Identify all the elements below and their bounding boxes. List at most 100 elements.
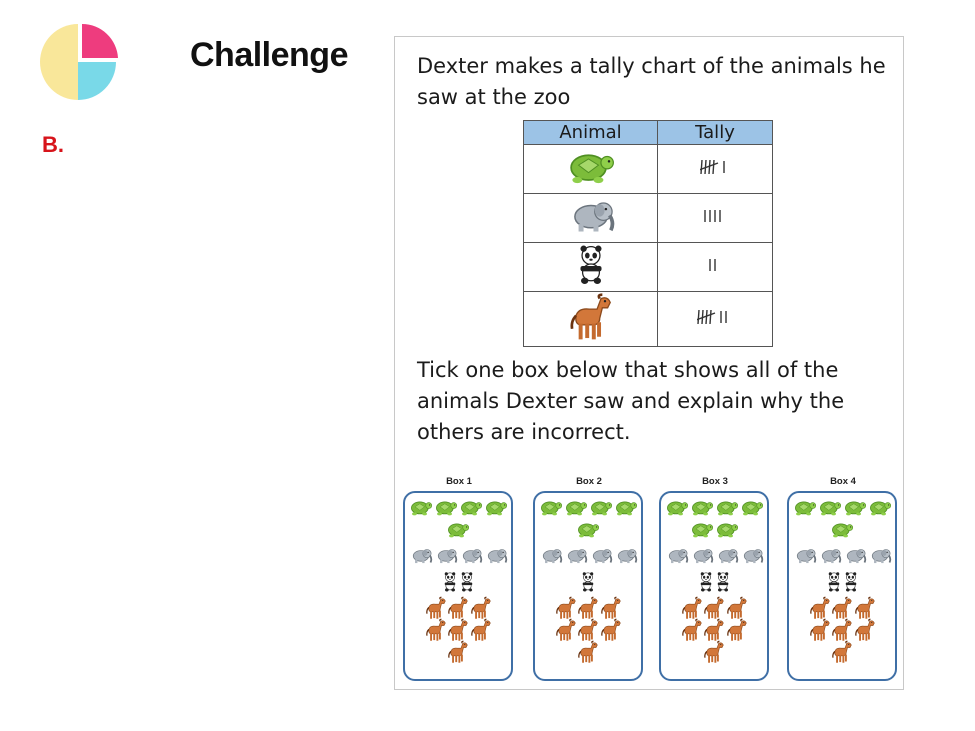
turtle-icon [589,499,613,520]
worksheet-card: Dexter makes a tally chart of the animal… [394,36,904,690]
elephant-icon [459,547,483,568]
horses-row [663,618,765,646]
table-row [523,242,773,292]
horse-icon [470,618,492,646]
horse-icon [600,596,622,624]
horse-icon [577,640,599,668]
horse-icon [726,618,748,646]
horse-icon [555,596,577,624]
elephants-row [663,547,765,569]
animal-cell [523,193,658,243]
panda-icon [580,572,596,596]
horses-row [537,618,639,646]
tally-marks [657,193,773,243]
turtle-icon [868,499,892,520]
turtle-icon [566,154,616,189]
horse-icon [568,293,613,346]
elephant-icon [740,547,764,568]
pie-logo-icon [34,22,126,106]
elephant-icon [690,547,714,568]
horses-row [537,640,639,668]
turtle-icon [539,499,563,520]
answer-box-2[interactable]: Box 2 [533,475,645,681]
horses-row [791,596,893,624]
horse-icon [809,618,831,646]
panda-icon [442,572,458,596]
pandas-row [663,572,765,595]
box-frame [403,491,513,681]
elephant-icon [409,547,433,568]
question-intro: Dexter makes a tally chart of the animal… [417,54,886,109]
horse-icon [831,640,853,668]
horses-row [407,596,509,624]
pandas-row [537,572,639,596]
horse-icon [577,618,599,646]
tally-marks [657,242,773,292]
horse-icon [854,618,876,646]
question-task: Tick one box below that shows all of the… [417,358,845,444]
animal-cell [523,291,658,347]
elephant-icon [818,547,842,568]
horses-row [407,640,509,665]
horses-row [407,618,509,646]
animal-cell [523,144,658,194]
table-row [523,291,773,347]
elephant-icon [539,547,563,568]
elephant-icon [589,547,613,568]
turtle-icon [576,521,600,542]
turtle-icon [715,521,739,542]
turtles-row [791,499,893,521]
turtle-icon [818,499,842,520]
turtles-row [663,499,765,521]
col-header-tally: Tally [657,120,773,145]
turtle-icon [690,499,714,520]
elephants-row [791,547,893,569]
table-row [523,144,773,194]
elephants-row [537,547,639,569]
tally-marks [657,144,773,194]
turtle-icon [484,499,508,520]
box-frame [659,491,769,681]
answer-box-3[interactable]: Box 3 [659,475,771,681]
turtles-row [407,499,509,521]
horse-icon [425,596,447,624]
turtle-icon [665,499,689,520]
horse-icon [726,596,748,624]
turtle-icon [564,499,588,520]
table-row [523,193,773,243]
box-label: Box 1 [446,476,472,487]
turtle-icon [830,521,854,542]
horse-icon [447,618,469,646]
horse-icon [703,640,725,668]
turtle-icon [409,499,433,520]
turtle-icon [843,499,867,520]
tally-table: Animal Tally [523,120,773,347]
turtles-row [537,499,639,521]
box-label: Box 3 [702,476,728,487]
panda-icon [575,245,607,289]
answer-box-1[interactable]: Box 1 [403,475,515,681]
elephant-icon [484,547,508,568]
turtle-icon [459,499,483,520]
turtles-row [407,521,509,543]
elephant-icon [665,547,689,568]
answer-box-4[interactable]: Box 4 [787,475,899,681]
horse-icon [809,596,831,624]
elephant-icon [564,547,588,568]
col-header-animal: Animal [523,120,658,145]
turtle-icon [614,499,638,520]
elephant-icon [566,202,616,238]
horse-icon [681,618,703,646]
turtle-icon [715,499,739,520]
animal-cell [523,242,658,292]
horse-icon [831,596,853,624]
page-title: Challenge [190,36,348,74]
horse-icon [600,618,622,646]
pandas-row [407,572,509,596]
elephant-icon [715,547,739,568]
horses-row [663,640,765,668]
box-frame [533,491,643,681]
turtles-row [663,521,765,543]
section-label: B. [42,132,64,157]
horses-row [791,640,893,668]
